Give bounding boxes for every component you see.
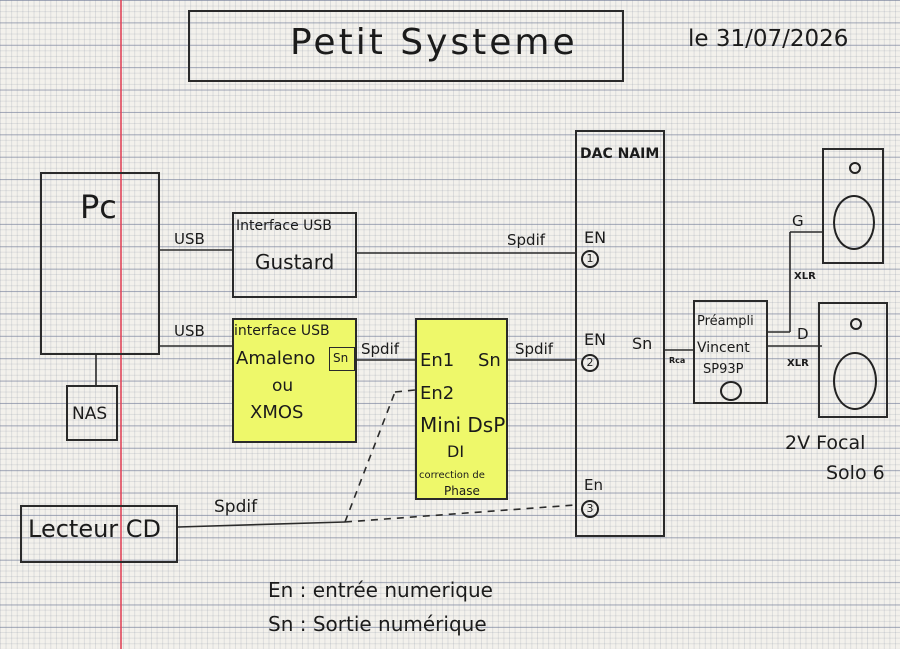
minidsp-note1: correction de bbox=[419, 470, 485, 481]
preamp-line2: Vincent bbox=[697, 340, 750, 356]
xlr-label-2: XLR bbox=[787, 358, 809, 369]
legend-line-1: En : entrée numerique bbox=[268, 578, 493, 602]
date: le 31/07/2026 bbox=[688, 26, 849, 52]
page-title: Petit Systeme bbox=[290, 22, 578, 63]
preamp-line1: Préampli bbox=[697, 314, 754, 329]
minidsp-in2: En2 bbox=[420, 383, 455, 404]
speaker-caption-1: 2V Focal bbox=[785, 432, 866, 454]
gustard-title: Interface USB bbox=[236, 218, 332, 234]
amaleno-line3: XMOS bbox=[250, 402, 304, 423]
speaker-right-label: D bbox=[797, 325, 809, 343]
cd-label: Lecteur CD bbox=[28, 515, 162, 543]
speaker-right-woofer bbox=[833, 352, 877, 410]
wire-cd-dac-dashed bbox=[344, 504, 576, 523]
dac-out-label: Sn bbox=[632, 334, 653, 353]
wire-cd-main bbox=[177, 521, 346, 528]
usb-label-2: USB bbox=[174, 322, 205, 340]
amaleno-title: interface USB bbox=[234, 323, 330, 339]
speaker-right-tweeter bbox=[850, 318, 862, 330]
nas-box bbox=[66, 385, 118, 441]
spdif-label-2: Spdif bbox=[361, 340, 400, 358]
pc-label: Pc bbox=[80, 188, 117, 226]
xlr-label-1: XLR bbox=[794, 271, 816, 282]
dac-title: DAC NAIM bbox=[580, 146, 660, 162]
spdif-label-3: Spdif bbox=[515, 340, 554, 358]
cd-box bbox=[20, 505, 178, 563]
minidsp-sub: DI bbox=[447, 442, 465, 461]
dac-in3-number: 3 bbox=[581, 500, 599, 518]
dac-box bbox=[575, 130, 665, 537]
wire-minidsp-en2-dashed bbox=[394, 389, 416, 393]
preamp-volume-knob bbox=[720, 381, 742, 401]
minidsp-note2: Phase bbox=[444, 484, 480, 498]
wire-cd-minidsp-dashed bbox=[344, 391, 396, 523]
gustard-name: Gustard bbox=[255, 250, 335, 274]
spdif-label-1: Spdif bbox=[507, 231, 546, 249]
dac-in3-label: En bbox=[584, 476, 603, 494]
pc-box bbox=[40, 172, 160, 355]
legend-line-2: Sn : Sortie numérique bbox=[268, 612, 487, 636]
amaleno-out-label: Sn bbox=[333, 351, 349, 365]
dac-in2-label: EN bbox=[584, 330, 607, 349]
minidsp-name: Mini DsP bbox=[420, 413, 506, 437]
dac-in2-number: 2 bbox=[581, 354, 599, 372]
nas-label: NAS bbox=[72, 404, 108, 424]
preamp-box bbox=[693, 300, 768, 404]
minidsp-out: Sn bbox=[478, 350, 501, 371]
minidsp-box bbox=[415, 318, 508, 500]
preamp-line3: SP93P bbox=[703, 362, 744, 377]
minidsp-in1: En1 bbox=[420, 350, 455, 371]
speaker-left bbox=[822, 148, 884, 264]
margin-line bbox=[120, 0, 122, 649]
speaker-caption-2: Solo 6 bbox=[826, 462, 885, 484]
title-box bbox=[188, 10, 624, 82]
speaker-left-woofer bbox=[833, 195, 875, 250]
spdif-label-4: Spdif bbox=[214, 497, 258, 517]
dac-in1-label: EN bbox=[584, 228, 607, 247]
usb-interface-amaleno bbox=[232, 318, 357, 443]
speaker-right bbox=[818, 302, 888, 418]
usb-interface-gustard bbox=[232, 212, 357, 298]
amaleno-line2: ou bbox=[272, 376, 294, 396]
speaker-left-label: G bbox=[792, 212, 804, 230]
rca-label: Rca bbox=[669, 356, 686, 365]
usb-label-1: USB bbox=[174, 230, 205, 248]
amaleno-out-port bbox=[329, 347, 355, 371]
dac-in1-number: 1 bbox=[581, 250, 599, 268]
amaleno-line1: Amaleno bbox=[236, 348, 316, 369]
speaker-left-tweeter bbox=[849, 162, 861, 174]
